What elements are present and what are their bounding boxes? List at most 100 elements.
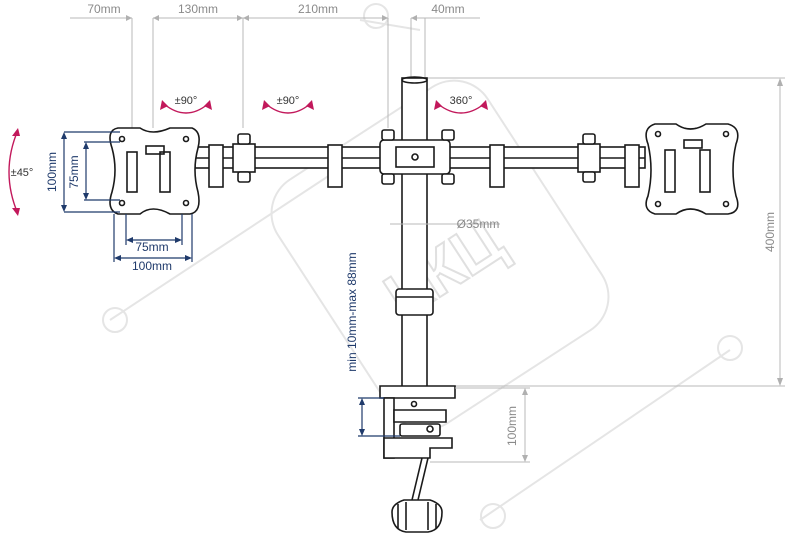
left-clamp: [208, 144, 224, 188]
arm: [194, 129, 646, 188]
right-elbow-joint: [577, 143, 601, 173]
arrow-head: [61, 132, 67, 139]
pole-diameter-label: Ø35mm: [457, 217, 500, 231]
knob: [441, 129, 455, 141]
vesa-hole: [118, 135, 126, 143]
knob: [381, 129, 395, 141]
dim-label-130: 130mm: [178, 2, 218, 16]
vesa-100-vertical-label: 100mm: [45, 152, 59, 192]
swivel-left-label: ±90°: [175, 95, 198, 107]
pole-body: [401, 77, 428, 389]
dim-label-210: 210mm: [298, 2, 338, 16]
knob: [237, 171, 251, 183]
knob: [381, 173, 395, 185]
dim-label-70: 70mm: [87, 2, 120, 16]
clamp-screw-rod: [411, 457, 423, 501]
left-plate-slot: [159, 151, 171, 193]
arrow-head: [434, 100, 442, 110]
arrow-head: [522, 388, 528, 395]
watermark-circle: [717, 335, 743, 361]
height-dimension: 400mm: [425, 77, 785, 387]
knob: [237, 133, 251, 145]
arrow-head: [153, 15, 159, 21]
arrow-head: [237, 15, 243, 21]
vesa-hole: [654, 130, 662, 138]
right-plate-slot: [699, 149, 711, 193]
arrow-head: [359, 398, 365, 405]
arrow-head: [204, 100, 212, 110]
vesa-hole: [118, 199, 126, 207]
vesa-100-horizontal-label: 100mm: [132, 259, 172, 273]
vesa-dimensions: 100mm 75mm 75mm 100mm: [45, 131, 193, 273]
knob: [582, 133, 596, 145]
right-plate-lock: [683, 139, 703, 149]
vesa-75-horizontal-label: 75mm: [135, 240, 168, 254]
pole-top-cap: [401, 76, 428, 84]
swivel-arc-left: [163, 103, 209, 114]
dim-label-40: 40mm: [431, 2, 464, 16]
arrow-head: [126, 15, 132, 21]
arrow-head: [382, 15, 388, 21]
vesa-75-vertical-label: 75mm: [67, 155, 81, 188]
arrow-head: [114, 255, 121, 261]
clamp-top-plate: [379, 385, 456, 399]
swivel-arc-right: [265, 103, 311, 114]
clamp-pad: [399, 423, 441, 437]
clamp-range-label: min 10mm-max 88mm: [345, 252, 359, 371]
arrow-head: [83, 193, 89, 200]
tilt-label: ±45°: [11, 167, 34, 179]
clamp-depth-dimension: 100mm: [430, 387, 530, 463]
dim-label-400: 400mm: [763, 212, 777, 252]
clamp-screw-rod: [417, 457, 429, 501]
desk-clamp: [379, 385, 456, 533]
right-clamp: [624, 144, 640, 188]
arrow-head: [12, 208, 20, 216]
clamp-bottom: [383, 437, 453, 459]
watermark-frame: [270, 79, 610, 431]
left-elbow-joint: [232, 143, 256, 173]
pole: Ø35mm: [390, 76, 500, 389]
hub-plate: [395, 146, 435, 168]
hub-bolt: [411, 153, 419, 161]
clamp-jaw: [393, 409, 447, 423]
tilt-arc: [8, 129, 19, 215]
rotate-arc: [437, 103, 485, 114]
clamp-screw: [410, 400, 418, 408]
left-inner-clamp: [327, 144, 343, 188]
left-vesa-plate: [109, 127, 200, 215]
knob: [441, 173, 455, 185]
vesa-hole: [182, 199, 190, 207]
watermark-line: [479, 349, 731, 521]
arrow-head: [359, 429, 365, 436]
arrow-head: [185, 255, 192, 261]
left-plate-slot: [126, 151, 138, 193]
watermark-line: [109, 174, 331, 321]
rotate-label: 360°: [450, 95, 473, 107]
watermark-circle: [480, 503, 506, 529]
watermark-line: [359, 19, 421, 31]
knob: [582, 171, 596, 183]
clamp-screw: [426, 425, 434, 433]
right-vesa-plate: [645, 123, 739, 215]
vesa-hole: [722, 130, 730, 138]
rotation-indicators: ±45° ±90° ±90° 360°: [8, 95, 488, 216]
arrow-head: [160, 100, 168, 110]
vesa-hole: [654, 200, 662, 208]
arrow-head: [175, 237, 182, 243]
arrow-head: [306, 100, 314, 110]
arrow-head: [243, 15, 249, 21]
top-dimensions: 70mm 130mm 210mm 40mm: [70, 2, 480, 128]
arrow-head: [777, 378, 783, 386]
vesa-hole: [182, 135, 190, 143]
clamp-range-dimension: min 10mm-max 88mm: [345, 252, 400, 437]
arrow-head: [126, 237, 133, 243]
watermark-circle: [102, 307, 128, 333]
swivel-right-label: ±90°: [277, 95, 300, 107]
height-collar: [395, 288, 434, 316]
vesa-hole: [722, 200, 730, 208]
arrow-head: [411, 15, 417, 21]
arrow-head: [61, 205, 67, 212]
arrow-head: [522, 455, 528, 462]
